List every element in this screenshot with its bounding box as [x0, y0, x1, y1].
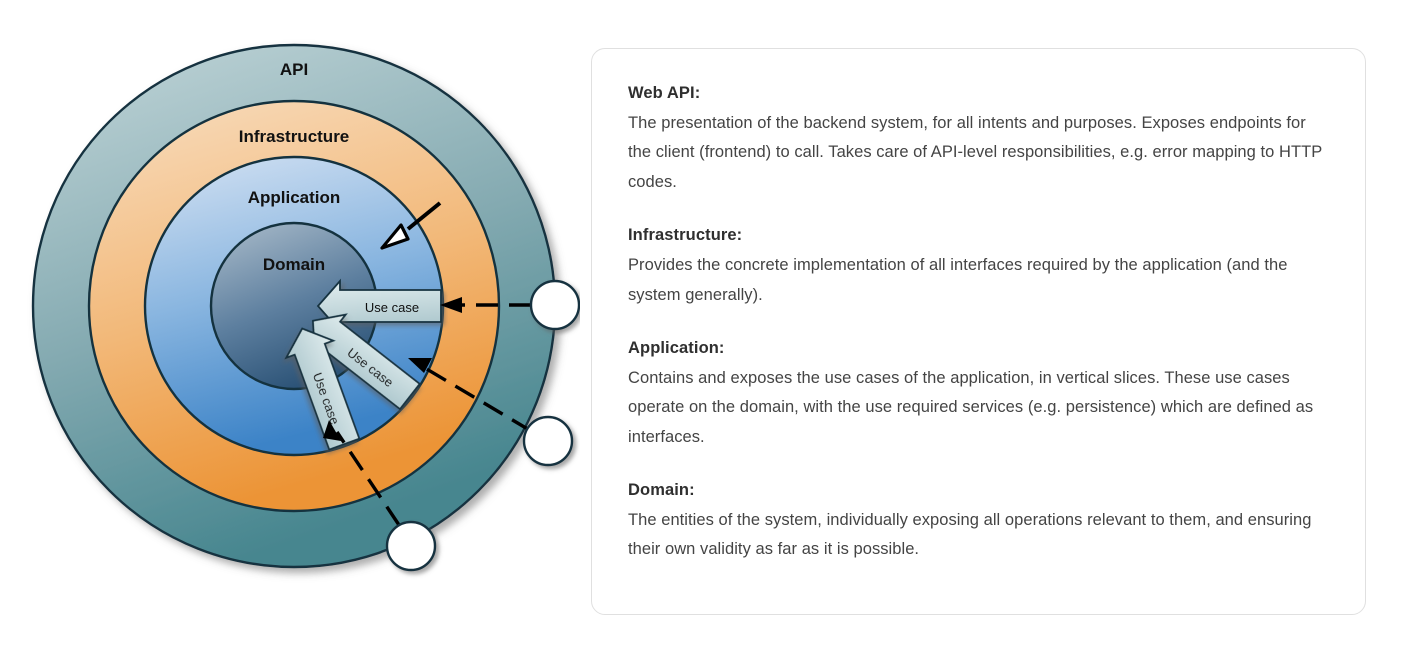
dependency-arrow-line — [406, 201, 442, 231]
ring-label-api: API — [280, 60, 308, 79]
connector-actor-3 — [335, 431, 401, 526]
actor-3[interactable] — [385, 520, 437, 572]
arrowhead-2-icon — [408, 358, 432, 373]
arrowhead-1-icon — [440, 297, 462, 313]
arrowhead-3-icon — [323, 420, 341, 441]
description-term-domain: Domain: — [628, 481, 695, 500]
description-block-domain: Domain: The entities of the system, indi… — [628, 476, 1329, 565]
description-block-web-api: Web API: The presentation of the backend… — [628, 79, 1329, 197]
description-text-application: Contains and exposes the use cases of th… — [628, 368, 1314, 446]
description-term-web-api: Web API: — [628, 84, 701, 102]
description-text-web-api: The presentation of the backend system, … — [628, 114, 1322, 191]
description-term-infrastructure: Infrastructure: — [628, 226, 743, 245]
description-block-application: Application: Contains and exposes the us… — [628, 334, 1329, 452]
description-text-infrastructure: Provides the concrete implementation of … — [628, 256, 1288, 304]
connector-actor-2 — [419, 363, 532, 433]
ring-label-application: Application — [248, 188, 341, 207]
description-text-domain: The entities of the system, individually… — [628, 511, 1312, 559]
hollow-triangle-arrow-icon — [380, 223, 410, 250]
description-panel: Web API: The presentation of the backend… — [591, 48, 1366, 615]
actor-1[interactable] — [529, 279, 580, 331]
architecture-diagram: API Infrastructure Application Domain Us… — [0, 0, 580, 657]
description-block-infrastructure: Infrastructure: Provides the concrete im… — [628, 221, 1329, 310]
dependency-arrow — [380, 201, 442, 250]
actor-connectors — [323, 297, 532, 526]
use-case-arrow-1[interactable]: Use case — [316, 278, 442, 334]
actor-2[interactable] — [522, 415, 574, 467]
architecture-diagram-svg: API Infrastructure Application Domain Us… — [31, 43, 580, 572]
ring-label-domain: Domain — [263, 255, 325, 274]
use-case-arrow-1-label: Use case — [365, 300, 419, 315]
description-term-application: Application: — [628, 338, 725, 357]
ring-label-infrastructure: Infrastructure — [239, 127, 350, 146]
